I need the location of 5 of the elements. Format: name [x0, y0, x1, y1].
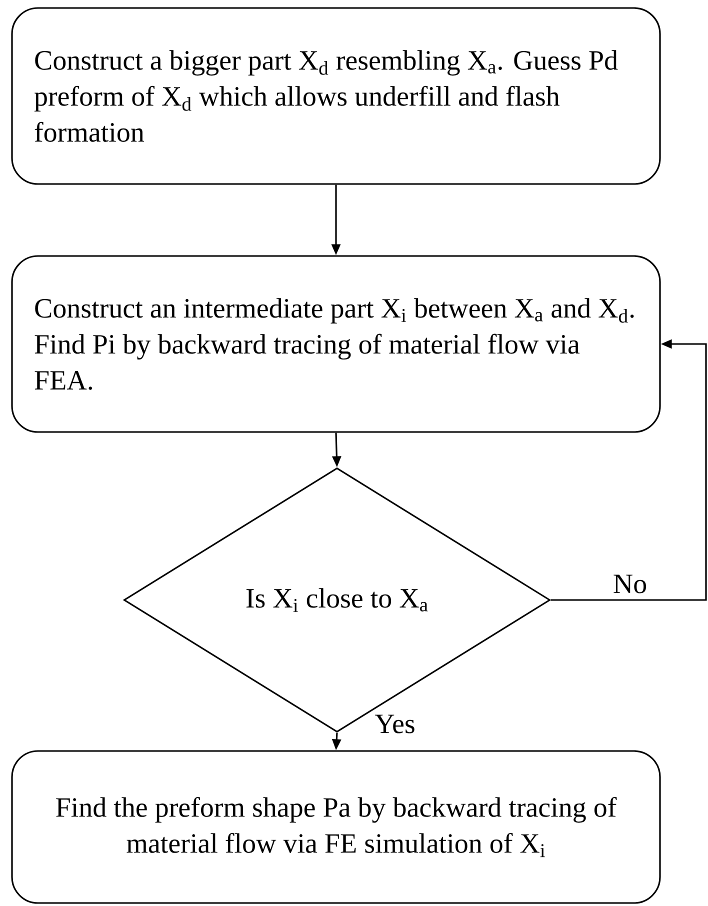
edge-label: Yes [374, 714, 416, 734]
process-box: Construct an intermediate part X$_{i}$ between X$_{a}$ and X$_{d}$. Find Pi by backward tracing of material flow via FEA. [11, 255, 661, 433]
process-box: Find the preform shape Pa by backward tracing of material flow via FE simulation of X$_{i}$ [11, 750, 661, 904]
edge-label: No [612, 574, 648, 594]
process-box: Construct a bigger part X$_{d}$ resembling X$_{a}$. Guess Pd preform of X$_{d}$ which allows underfill and flash formation [11, 7, 661, 185]
